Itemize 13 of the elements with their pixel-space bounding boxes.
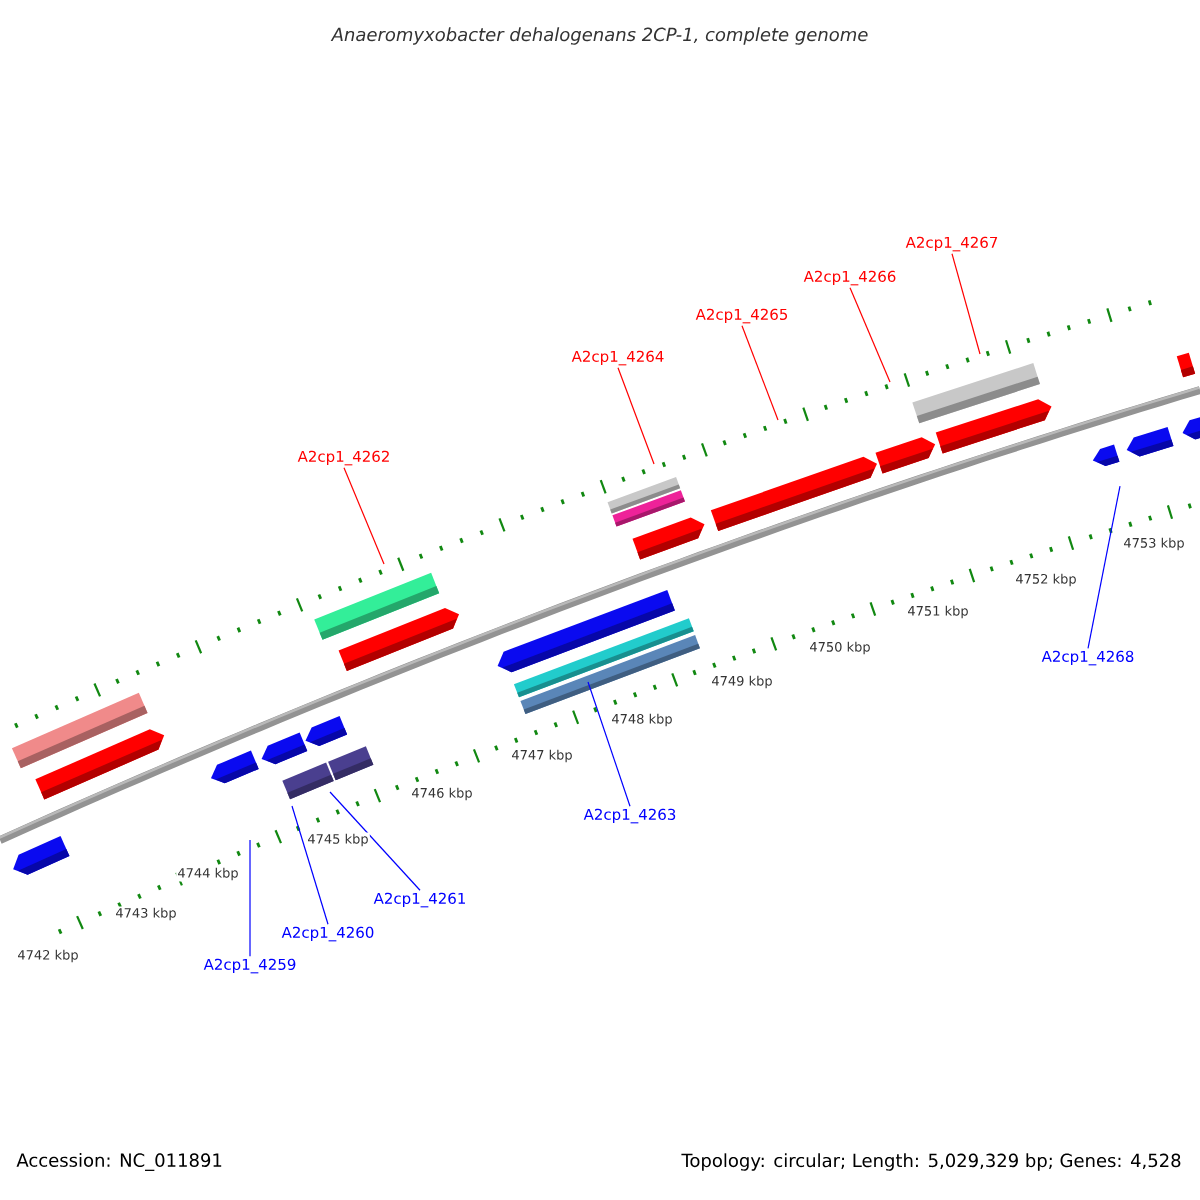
leader-line [951, 253, 981, 355]
leader-line [1087, 485, 1121, 649]
leader-line [291, 805, 329, 925]
footer-text: Topology: circular; Length: 5,029,329 bp; Genes: 4,528 [681, 1153, 1181, 1171]
leader-line [249, 839, 251, 957]
leader-line [587, 681, 631, 807]
leader-line [329, 791, 421, 891]
title: Anaeromyxobacter dehalogenans 2CP-1, complete genome [330, 27, 868, 45]
leader-line [741, 325, 779, 421]
leader-line [617, 367, 655, 465]
leader-line [343, 467, 385, 565]
footer-text: Accession: NC_011891 [16, 1153, 222, 1171]
leader-line [849, 287, 891, 383]
